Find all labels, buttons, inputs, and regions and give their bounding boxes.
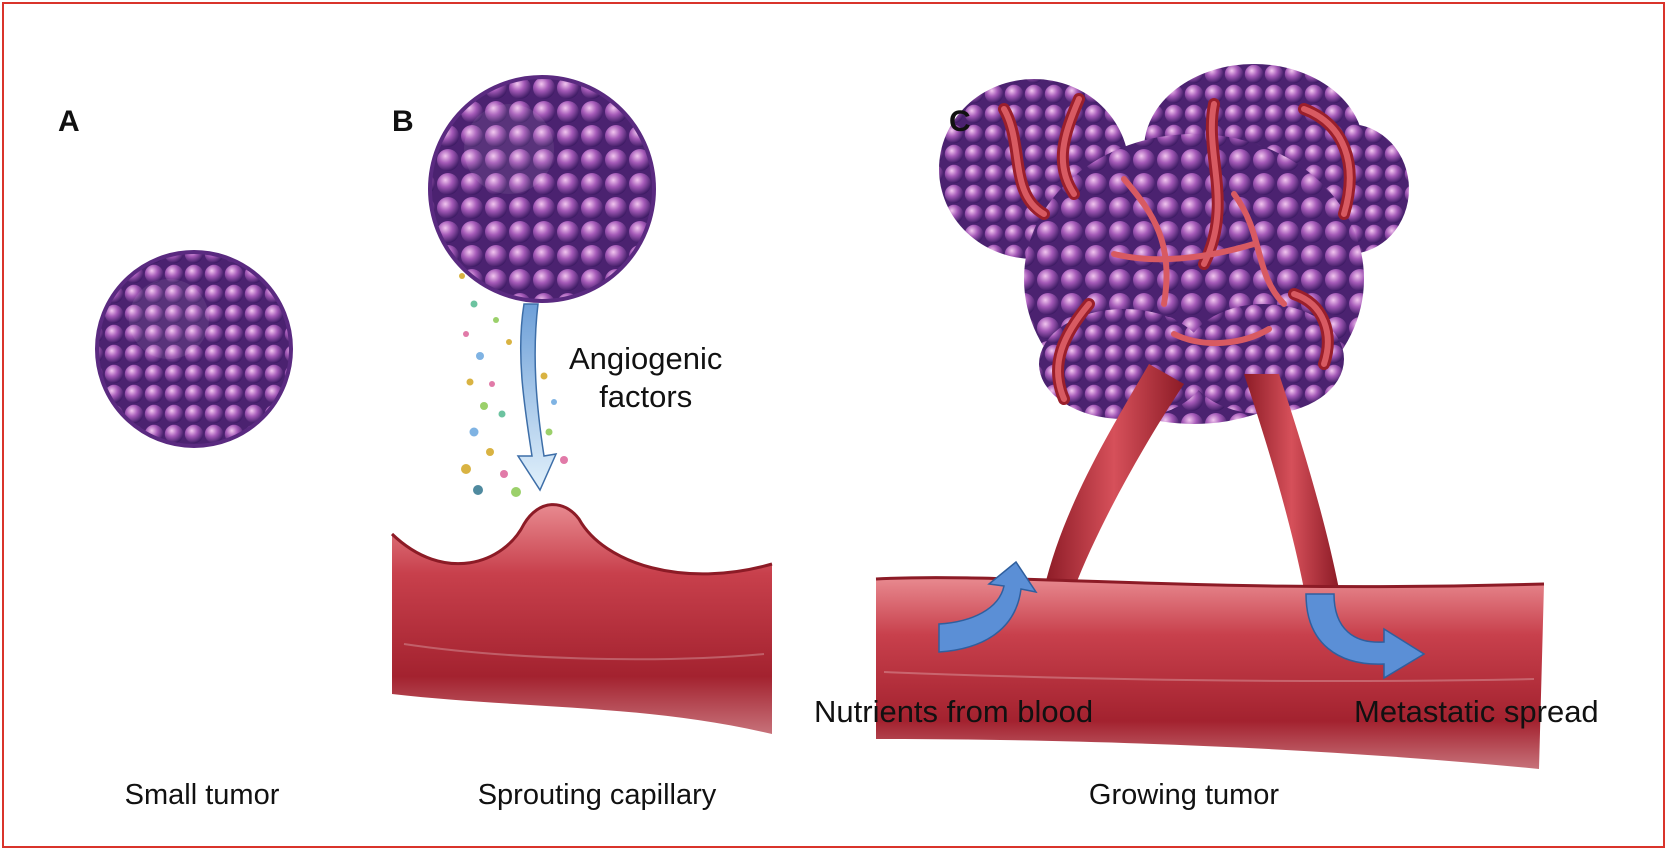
metastatic-label: Metastatic spread (1354, 694, 1599, 730)
angiogenic-factors-label: Angiogenic factors (569, 340, 722, 416)
panel-a-letter: A (58, 105, 80, 139)
nutrients-label: Nutrients from blood (814, 694, 1093, 730)
small-tumor (97, 252, 291, 446)
caption-growing-tumor: Growing tumor (1089, 779, 1279, 812)
angiogenic-line-1: Angiogenic (569, 340, 722, 378)
factor-stream-arrow (518, 304, 556, 490)
panel-b-letter: B (392, 105, 414, 139)
capillary-c (876, 578, 1544, 769)
caption-small-tumor: Small tumor (125, 779, 280, 812)
tumor-b (430, 77, 654, 301)
capillary-b (392, 505, 772, 734)
angiogenic-line-2: factors (569, 378, 722, 416)
caption-sprouting-capillary: Sprouting capillary (478, 779, 717, 812)
panel-c-letter: C (949, 105, 971, 139)
